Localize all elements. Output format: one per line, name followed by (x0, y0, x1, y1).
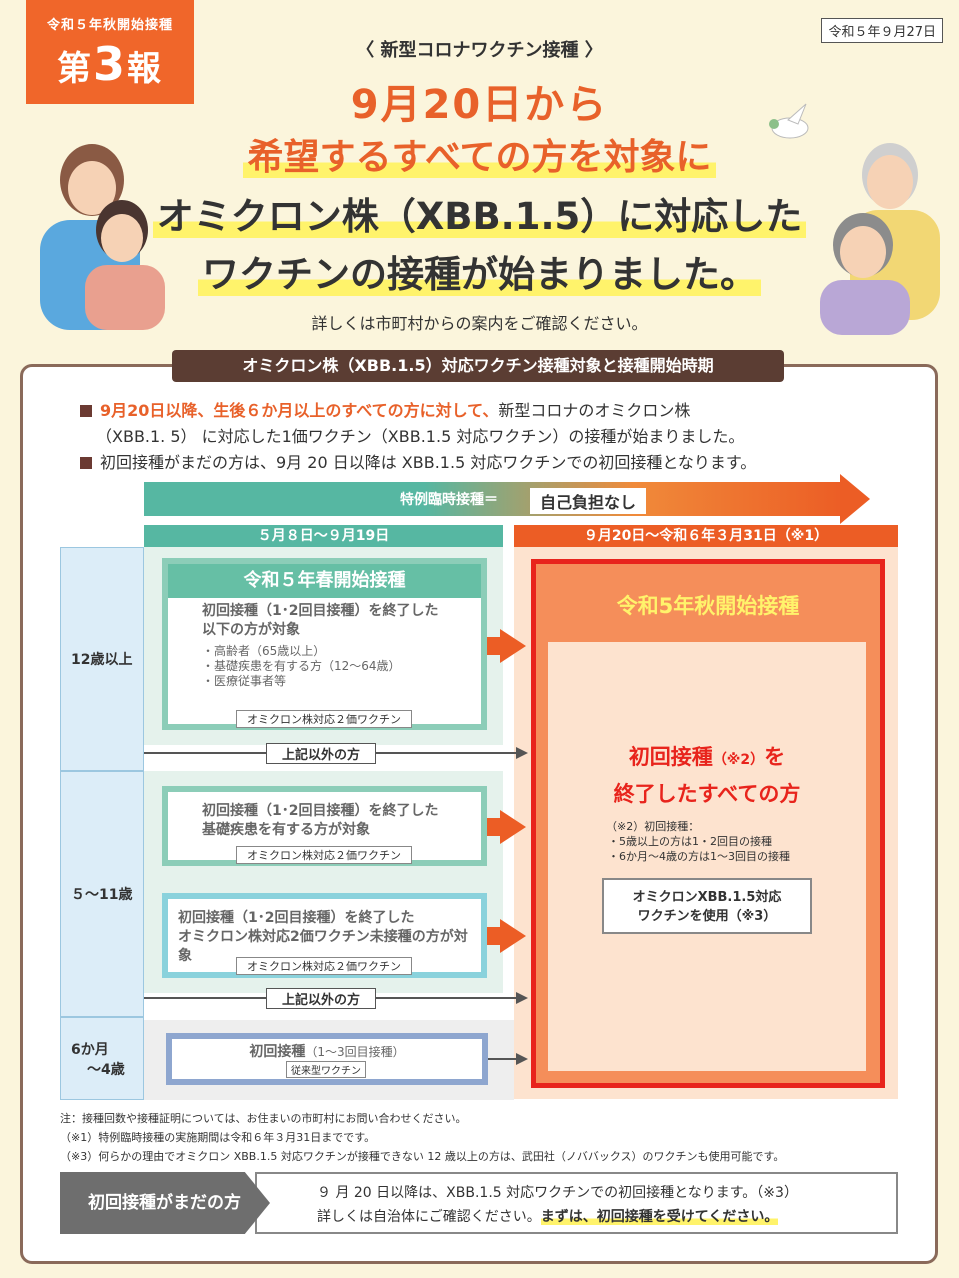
phase-2-header: ９月20日～令和６年３月31日（※1） (514, 525, 898, 547)
family-illustration-left (40, 144, 165, 330)
infant-title: 初回接種 (249, 1044, 306, 1060)
headline-started: ワクチンの接種が始まりました。 (0, 244, 959, 298)
free-of-charge-label: 自己負担なし (530, 488, 647, 514)
bullet-square-icon (80, 405, 92, 417)
headline-vaccine: オミクロン株（XBB.1.5）に対応した (0, 186, 959, 240)
age-6m-4: 6か月～4歳 (60, 1017, 144, 1100)
right-arrow-icon (500, 810, 526, 844)
category-label: 〈 新型コロナワクチン接種 〉 (356, 40, 603, 61)
bullet-1-line2: （XBB.1. 5） に対応した1価ワクチン（XBB.1.5 対応ワクチン）の接… (96, 427, 745, 446)
elderly-illustration-right (820, 143, 940, 335)
autumn-title: 令和5年秋開始接種 (616, 594, 800, 618)
phase-1-header: ５月８日～９月19日 (144, 525, 503, 547)
autumn-main-1: 初回接種（※2）を (628, 745, 786, 769)
report-badge: 令和５年秋開始接種 第3報 (26, 0, 194, 104)
flow-line (488, 1058, 518, 1060)
line-arrow-icon (516, 1053, 528, 1065)
kids2-body-1: 初回接種（1･2回目接種）を終了した (178, 910, 415, 926)
vaccine-tag: オミクロン株対応２価ワクチン (236, 957, 412, 975)
bottom-label: 初回接種がまだの方 (60, 1172, 270, 1234)
autumn-inner: 初回接種（※2）を 終了したすべての方 （※2）初回接種： ・5歳以上の方は1・… (548, 642, 866, 1071)
age-12-plus: 12歳以上 (60, 547, 144, 771)
spring-item: ・医療従事者等 (202, 674, 287, 688)
spring-box: 令和５年春開始接種 初回接種（1･2回目接種）を終了した 以下の方が対象 ・高齢… (162, 558, 487, 730)
autumn-main-2: 終了したすべての方 (613, 782, 801, 806)
arrow-body (487, 927, 501, 945)
other-label-2: 上記以外の方 (266, 988, 376, 1009)
line-arrow-icon (516, 992, 528, 1004)
xbb-vaccine-box: オミクロンXBB.1.5対応 ワクチンを使用（※3） (602, 878, 812, 934)
spring-body-2: 以下の方が対象 (202, 622, 300, 638)
bottom-line-1: ９ 月 20 日以降は、XBB.1.5 対応ワクチンでの初回接種となります。（※… (317, 1185, 798, 1201)
line-arrow-icon (516, 747, 528, 759)
badge-title: 第3報 (56, 37, 163, 91)
kids-box-1: 初回接種（1･2回目接種）を終了した 基礎疾患を有する方が対象 オミクロン株対応… (162, 786, 487, 866)
spring-item: ・高齢者（65歳以上） (202, 644, 326, 658)
headline-date: 9月20日から (350, 82, 609, 128)
vaccine-tag: オミクロン株対応２価ワクチン (236, 710, 412, 728)
spring-item: ・基礎疾患を有する方（12～64歳） (202, 659, 401, 673)
age-5-11: ５～11歳 (60, 771, 144, 1017)
kids1-body-1: 初回接種（1･2回目接種）を終了した (202, 803, 439, 819)
headline-target: 希望するすべての方を対象に (0, 128, 959, 180)
autumn-note: ・5歳以上の方は1・2回目の接種 (608, 835, 772, 848)
arrow-body (487, 637, 501, 655)
timeline-bar (144, 482, 844, 516)
infant-sub: （1～3回目接種） (305, 1045, 405, 1059)
bottom-message-box: ９ 月 20 日以降は、XBB.1.5 対応ワクチンでの初回接種となります。（※… (255, 1172, 898, 1234)
detail-note: 詳しくは市町村からの案内をご確認ください。 (311, 314, 648, 333)
bullet-1: 9月20日以降、生後６か月以上のすべての方に対して、新型コロナのオミクロン株 (80, 400, 920, 422)
arrow-body (487, 818, 501, 836)
right-arrow-icon (500, 629, 526, 663)
bullet-square-icon (80, 457, 92, 469)
other-label-1: 上記以外の方 (266, 743, 376, 764)
issue-date: 令和５年９月27日 (821, 18, 943, 43)
timeline-arrow-icon (840, 474, 870, 524)
footnote: （※3）何らかの理由でオミクロン XBB.1.5 対応ワクチンが接種できない 1… (60, 1150, 785, 1163)
footnote: （※1）特例臨時接種の実施期間は令和６年３月31日までです。 (60, 1131, 376, 1144)
kids2-body-2: オミクロン株対応2価ワクチン未接種の方が対象 (178, 929, 468, 964)
right-arrow-icon (500, 919, 526, 953)
vaccine-tag: オミクロン株対応２価ワクチン (236, 846, 412, 864)
spring-body-1: 初回接種（1･2回目接種）を終了した (202, 603, 439, 619)
xbb-vaccine-2: ワクチンを使用（※3） (637, 909, 777, 924)
bottom-line-2: 詳しくは自治体にご確認ください。まずは、初回接種を受けてください。 (317, 1209, 779, 1225)
autumn-note: ・6か月～4歳の方は1～3回目の接種 (608, 850, 790, 863)
panel-title: オミクロン株（XBB.1.5）対応ワクチン接種対象と接種開始時期 (172, 350, 784, 382)
footnote: 注：接種回数や接種証明については、お住まいの市町村にお問い合わせください。 (60, 1112, 467, 1125)
bullet-2: 初回接種がまだの方は、9月 20 日以降は XBB.1.5 対応ワクチンでの初回… (80, 452, 920, 474)
autumn-note-head: （※2）初回接種： (606, 820, 700, 833)
spring-title: 令和５年春開始接種 (168, 564, 481, 598)
badge-subtitle: 令和５年秋開始接種 (46, 18, 173, 33)
kids1-body-2: 基礎疾患を有する方が対象 (202, 822, 370, 838)
kids-box-2: 初回接種（1･2回目接種）を終了した オミクロン株対応2価ワクチン未接種の方が対… (162, 893, 487, 978)
xbb-vaccine-1: オミクロンXBB.1.5対応 (632, 890, 782, 905)
dove-icon (769, 103, 809, 139)
vaccine-tag: 従来型ワクチン (286, 1061, 366, 1078)
tokurei-label: 特例臨時接種＝ (400, 492, 498, 508)
infant-box: 初回接種（1～3回目接種） 従来型ワクチン (166, 1033, 488, 1085)
